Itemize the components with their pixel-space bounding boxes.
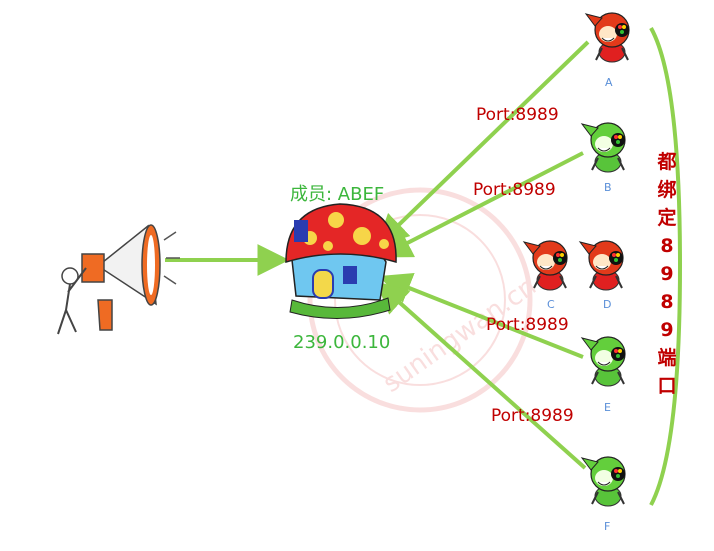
port-label-a: Port:8989 xyxy=(476,105,559,125)
node-label-e: E xyxy=(604,401,611,414)
node-f-mascot-icon xyxy=(581,456,626,507)
bracket-char: 定 xyxy=(657,207,677,229)
arrow-e-to-group xyxy=(379,272,584,359)
group-address: 239.0.0.10 xyxy=(293,332,391,353)
node-label-a: A xyxy=(605,76,613,89)
port-label-f: Port:8989 xyxy=(491,406,574,426)
group-house-icon xyxy=(285,203,397,320)
bracket-char: 都 xyxy=(657,151,677,173)
node-e-mascot-icon xyxy=(581,336,626,387)
bracket-char: 8 xyxy=(660,235,674,257)
node-label-d: D xyxy=(603,298,612,311)
node-label-c: C xyxy=(547,298,555,311)
arrow-a-to-group xyxy=(376,40,590,247)
megaphone-icon xyxy=(57,224,180,335)
node-b-mascot-icon xyxy=(581,122,626,173)
bracket-char: 口 xyxy=(657,375,677,397)
arrows xyxy=(165,40,590,470)
node-d-mascot-icon xyxy=(579,240,624,291)
group-title: 成员: ABEF xyxy=(290,184,385,205)
watermark-text: suningwan.cn xyxy=(378,271,542,398)
node-a-mascot-icon xyxy=(585,12,630,63)
bracket-char: 8 xyxy=(660,291,674,313)
bracket xyxy=(649,27,683,506)
node-label-b: B xyxy=(604,181,612,194)
arrow-b-to-group xyxy=(379,151,584,258)
bracket-char: 9 xyxy=(660,319,674,341)
node-label-f: F xyxy=(604,520,611,533)
bracket-char: 9 xyxy=(660,263,674,285)
port-label-e: Port:8989 xyxy=(486,315,569,335)
bracket-char: 绑 xyxy=(657,179,677,201)
arrow-f-to-group xyxy=(376,281,587,470)
bracket-label: 都 绑 定 8 9 8 9 端 口 xyxy=(656,148,678,400)
bracket-char: 端 xyxy=(657,347,677,369)
port-label-b: Port:8989 xyxy=(473,180,556,200)
